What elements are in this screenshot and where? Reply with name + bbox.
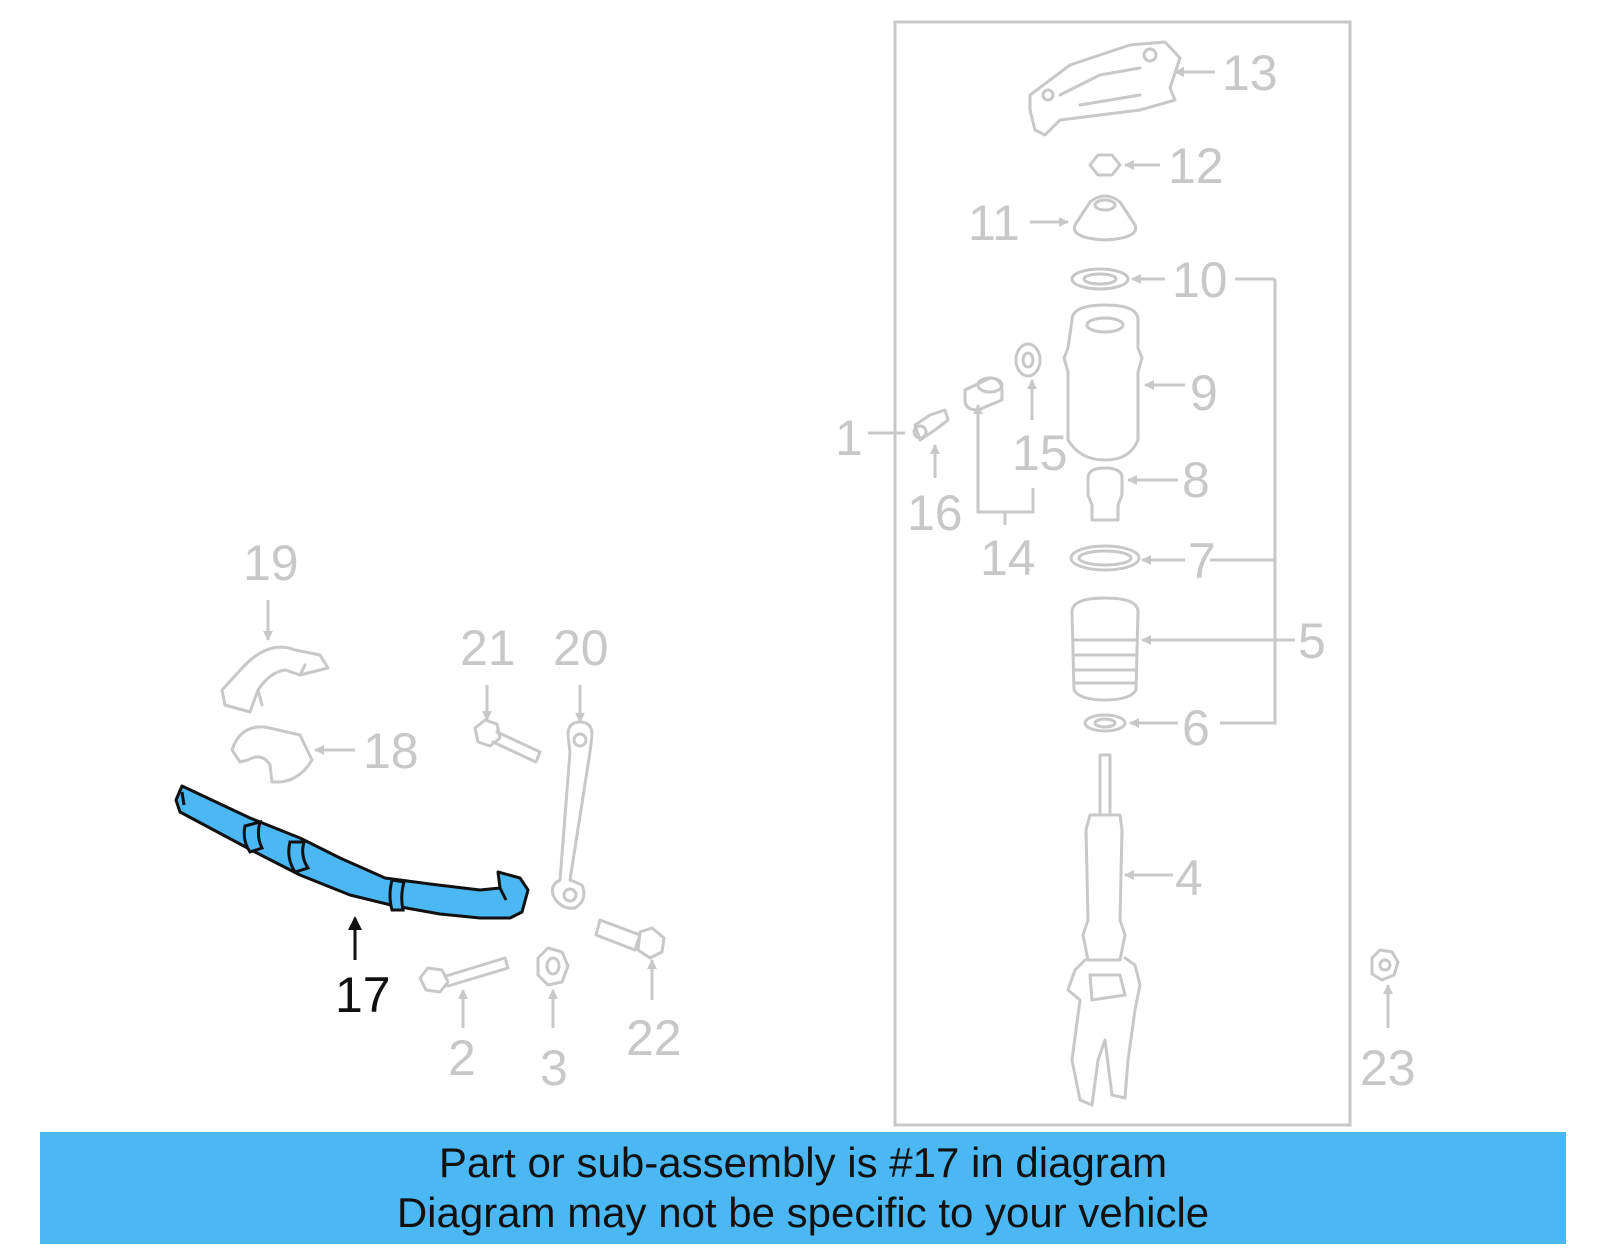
callout-16: 16 <box>907 485 963 541</box>
part-16-sleeve[interactable] <box>963 376 1004 412</box>
part-2-bolt[interactable] <box>418 956 510 1028</box>
callout-2: 2 <box>448 1030 476 1086</box>
callout-11: 11 <box>968 195 1020 251</box>
callout-14: 14 <box>980 530 1036 586</box>
part-3-nut[interactable] <box>536 946 570 1028</box>
strut-assembly-box <box>893 20 1352 1127</box>
part-21-bolt[interactable] <box>473 685 542 764</box>
part-12-nut[interactable] <box>1088 153 1160 177</box>
callout-15: 15 <box>1012 425 1068 481</box>
part-23-nut[interactable] <box>1370 948 1400 1028</box>
part-18-bushing[interactable] <box>230 725 355 784</box>
callout-1: 1 <box>835 410 863 466</box>
callout-18: 18 <box>363 723 419 779</box>
banner-line-1: Part or sub-assembly is #17 in diagram <box>438 1139 1168 1186</box>
callout-5: 5 <box>1298 613 1326 669</box>
callout-17: 17 <box>335 967 391 1023</box>
callout-20: 20 <box>553 620 609 676</box>
part-22-bolt[interactable] <box>594 918 666 1000</box>
part-4-strut[interactable] <box>1066 753 1173 1107</box>
part-8-bump-stop[interactable] <box>1086 466 1178 522</box>
callout-19: 19 <box>243 535 299 591</box>
info-banner: Part or sub-assembly is #17 in diagram D… <box>40 1132 1566 1244</box>
banner-line-2: Diagram may not be specific to your vehi… <box>396 1189 1210 1236</box>
part-13-mount-bracket[interactable] <box>1028 40 1215 137</box>
part-1-sensor[interactable] <box>868 408 950 478</box>
callout-21: 21 <box>460 620 516 676</box>
bracket-part-5 <box>1210 279 1277 725</box>
callout-23: 23 <box>1360 1040 1416 1096</box>
part-20-stabilizer-link[interactable] <box>550 685 594 910</box>
callout-22: 22 <box>626 1010 682 1066</box>
part-11-top-mount[interactable] <box>1030 194 1138 242</box>
callout-7: 7 <box>1188 533 1216 589</box>
callout-13: 13 <box>1222 45 1278 101</box>
callout-9: 9 <box>1190 365 1218 421</box>
part-10-washer[interactable] <box>1070 267 1275 291</box>
callout-3: 3 <box>540 1040 568 1096</box>
part-5-dust-boot[interactable] <box>1070 596 1295 702</box>
callout-8: 8 <box>1182 452 1210 508</box>
callout-10: 10 <box>1172 252 1228 308</box>
part-17-stabilizer-bar[interactable] <box>174 784 530 960</box>
callout-6: 6 <box>1182 700 1210 756</box>
callout-4: 4 <box>1175 850 1203 906</box>
part-7-clamp-ring[interactable] <box>1069 544 1185 572</box>
part-15-seal[interactable] <box>1014 342 1042 420</box>
part-9-air-spring[interactable] <box>1062 303 1185 462</box>
part-19-clamp[interactable] <box>220 600 330 714</box>
part-6-washer[interactable] <box>1083 713 1178 733</box>
callout-12: 12 <box>1168 138 1224 194</box>
